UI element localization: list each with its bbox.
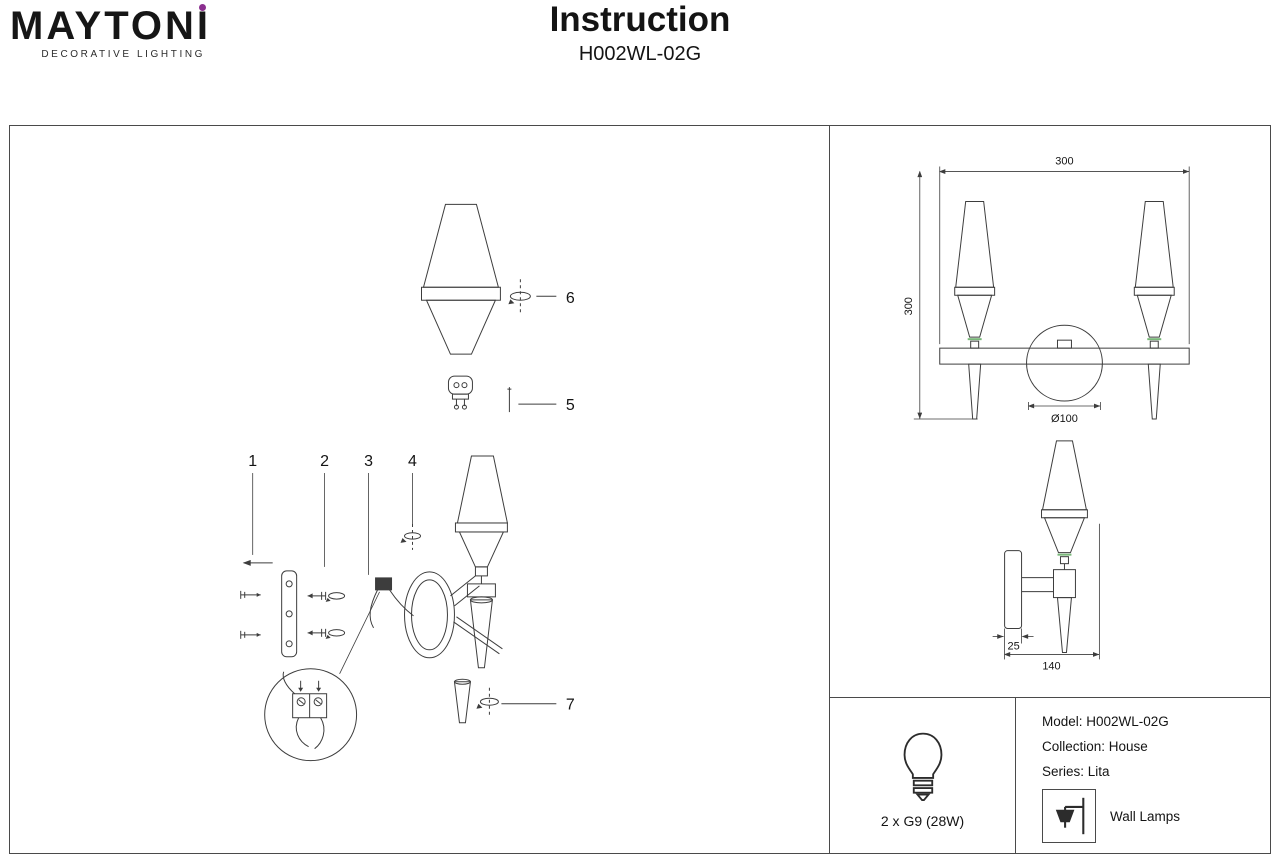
dim-side-depth bbox=[1003, 523, 1100, 660]
wall-lamp-icon bbox=[1042, 789, 1096, 843]
part-number-6: 6 bbox=[566, 290, 575, 307]
rotate-icon-shade bbox=[508, 279, 557, 314]
instruction-panel: 6 bbox=[9, 125, 1271, 854]
leader-lines bbox=[252, 473, 413, 575]
rotate-icon-body bbox=[400, 523, 421, 550]
dim-label-width: 300 bbox=[1055, 156, 1073, 168]
lamp-assembly bbox=[404, 455, 509, 669]
bulb-cell: 2 x G9 (28W) bbox=[830, 698, 1015, 853]
dim-front-width bbox=[938, 166, 1190, 345]
category-row: Wall Lamps bbox=[1042, 789, 1270, 843]
brand-name: MAYTONI bbox=[10, 4, 212, 48]
pin-part bbox=[507, 387, 557, 413]
dimension-diagram: 300 300 Ø100 bbox=[903, 156, 1190, 672]
spec-strip: 2 x G9 (28W) Model: H002WL-02G Collectio… bbox=[830, 697, 1270, 853]
dim-label-diameter: Ø100 bbox=[1051, 413, 1078, 425]
spec-series: Series: Lita bbox=[1042, 764, 1110, 779]
part-number-2: 2 bbox=[320, 453, 329, 470]
product-info-cell: Model: H002WL-02G Collection: House Seri… bbox=[1015, 698, 1270, 853]
brand-dot-icon bbox=[199, 4, 207, 11]
dim-front-height bbox=[913, 170, 978, 420]
spec-collection: Collection: House bbox=[1042, 739, 1148, 754]
title-block: Instruction H002WL-02G bbox=[440, 0, 840, 66]
dimension-spec-panel: 300 300 Ø100 bbox=[830, 126, 1270, 853]
bulb-spec-label: 2 x G9 (28W) bbox=[880, 812, 965, 829]
part-1-plug-and-screws bbox=[240, 559, 273, 639]
dim-label-height: 300 bbox=[903, 297, 915, 315]
exploded-view-panel: 6 bbox=[10, 126, 830, 853]
front-view bbox=[939, 200, 1190, 420]
model-number: H002WL-02G bbox=[578, 43, 702, 65]
dim-label-depth: 140 bbox=[1042, 660, 1060, 672]
brand-tagline: DECORATIVE LIGHTING bbox=[41, 49, 206, 60]
dimension-drawings: 300 300 Ø100 bbox=[830, 126, 1270, 697]
exploded-diagram: 6 bbox=[240, 203, 575, 762]
part-number-4: 4 bbox=[408, 453, 417, 470]
part-number-1: 1 bbox=[248, 453, 257, 470]
part-number-5: 5 bbox=[566, 397, 575, 414]
page-title: Instruction bbox=[549, 0, 731, 39]
glass-shade-exploded bbox=[420, 203, 501, 355]
brand-logo: MAYTONI DECORATIVE LIGHTING bbox=[10, 4, 211, 60]
spec-model: Model: H002WL-02G bbox=[1042, 714, 1169, 729]
part-2-bracket bbox=[281, 570, 346, 658]
g9-bulb bbox=[447, 375, 473, 410]
bulb-icon bbox=[903, 732, 942, 801]
dim-label-plate: 25 bbox=[1007, 640, 1019, 652]
part-3-wire-connector bbox=[339, 577, 414, 674]
side-view bbox=[1004, 440, 1088, 653]
part-7-cone bbox=[453, 678, 557, 724]
wiring-detail-circle bbox=[264, 668, 358, 762]
part-number-3: 3 bbox=[364, 453, 373, 470]
category-label: Wall Lamps bbox=[1110, 808, 1181, 824]
part-number-7: 7 bbox=[566, 697, 575, 714]
dim-canopy-diameter bbox=[1027, 402, 1101, 411]
